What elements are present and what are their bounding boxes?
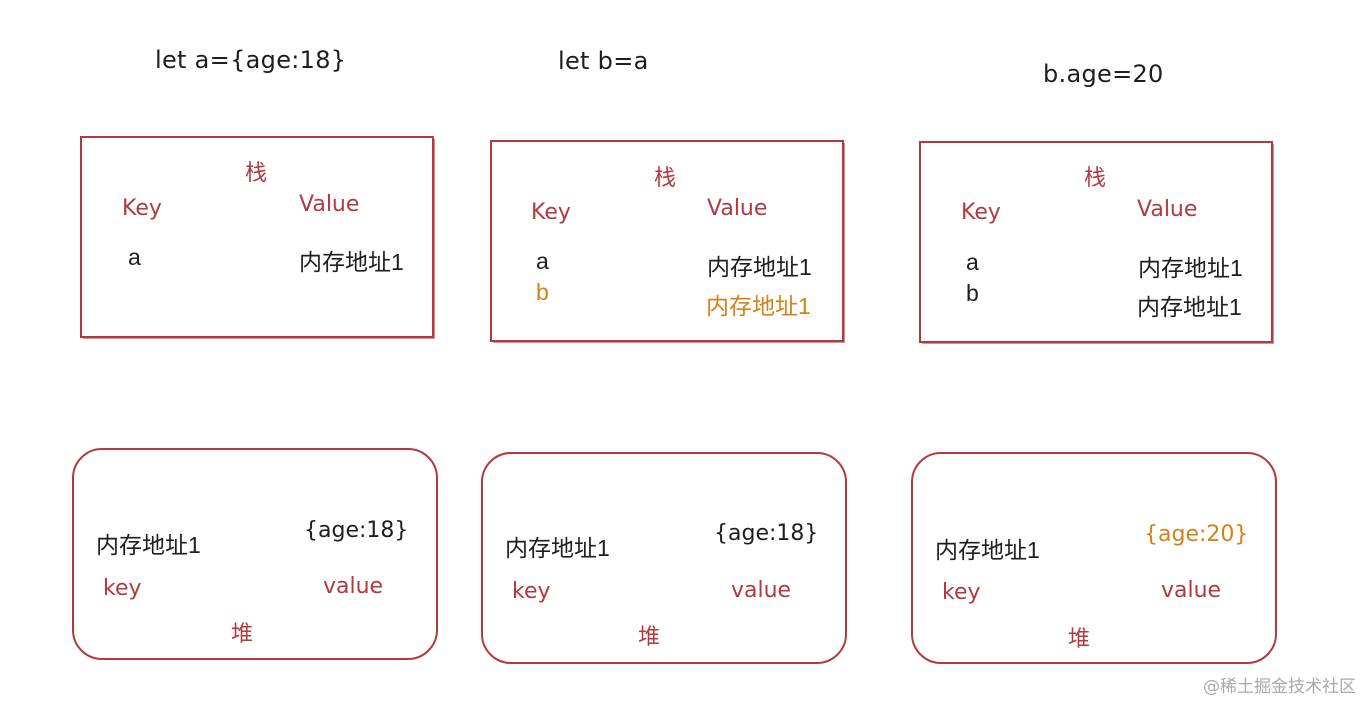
stack-value-header-1: Value xyxy=(299,192,360,217)
stack-row-value: 内存地址1 xyxy=(1137,294,1242,320)
stack-row-key: a xyxy=(128,244,141,270)
stack-row-value: 内存地址1 xyxy=(707,254,812,280)
heap-object-1: {age:18} xyxy=(304,518,409,543)
stack-key-header-2: Key xyxy=(531,200,571,225)
heap-address-1: 内存地址1 xyxy=(96,532,201,558)
stack-box-1 xyxy=(80,136,434,338)
stack-value-header-3: Value xyxy=(1137,197,1198,222)
stack-row-key: a xyxy=(966,249,979,275)
heap-object-3-updated: {age:20} xyxy=(1144,522,1249,547)
heap-value-label-1: value xyxy=(323,574,384,599)
heap-address-3: 内存地址1 xyxy=(935,537,1040,563)
stack-box-2 xyxy=(490,140,844,342)
stack-row-key-highlighted: b xyxy=(536,279,549,305)
stack-row-value-highlighted: 内存地址1 xyxy=(706,293,811,319)
heap-title-2: 堆 xyxy=(638,625,661,650)
stack-value-header-2: Value xyxy=(707,196,768,221)
stack-row-value: 内存地址1 xyxy=(299,249,404,275)
stack-row-key: a xyxy=(536,248,549,274)
code-statement-2: let b=a xyxy=(558,47,649,75)
heap-box-1 xyxy=(72,448,438,660)
heap-value-label-2: value xyxy=(731,578,792,603)
stack-title-1: 栈 xyxy=(245,161,268,186)
code-statement-1: let a={age:18} xyxy=(155,46,347,74)
stack-row-value: 内存地址1 xyxy=(1138,255,1243,281)
stack-box-3 xyxy=(919,141,1273,343)
stack-key-header-1: Key xyxy=(122,196,162,221)
heap-key-label-2: key xyxy=(512,579,551,604)
code-statement-3: b.age=20 xyxy=(1043,60,1164,88)
heap-value-label-3: value xyxy=(1161,578,1222,603)
stack-title-3: 栈 xyxy=(1084,166,1107,191)
heap-object-2: {age:18} xyxy=(714,521,819,546)
heap-key-label-1: key xyxy=(103,576,142,601)
heap-title-3: 堆 xyxy=(1068,627,1091,652)
heap-box-2 xyxy=(481,452,847,664)
heap-key-label-3: key xyxy=(942,580,981,605)
heap-title-1: 堆 xyxy=(231,622,254,647)
heap-address-2: 内存地址1 xyxy=(505,535,610,561)
watermark: @稀土掘金技术社区 xyxy=(1203,677,1356,697)
stack-title-2: 栈 xyxy=(654,166,677,191)
stack-row-key: b xyxy=(966,280,979,306)
heap-box-3 xyxy=(911,452,1277,664)
stack-key-header-3: Key xyxy=(961,200,1001,225)
